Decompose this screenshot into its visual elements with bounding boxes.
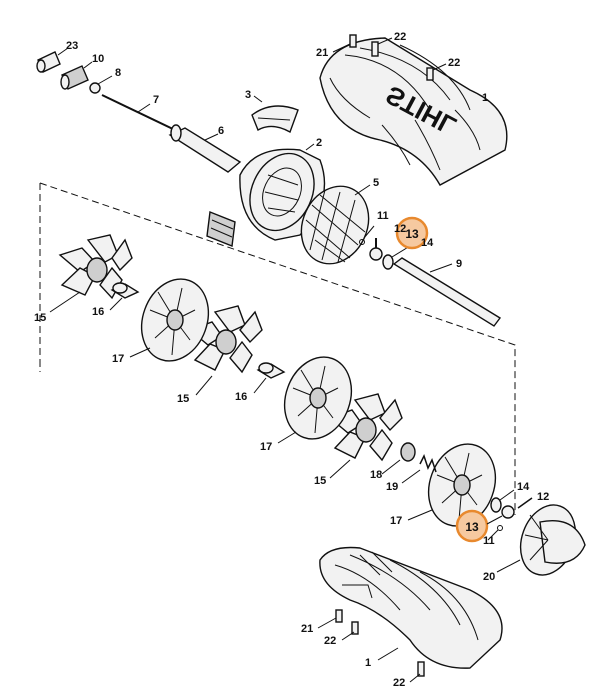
label-16-a: 16 <box>92 306 104 318</box>
pin-12-lower <box>517 497 533 509</box>
clip-11-upper <box>359 225 375 245</box>
label-14-upper: 14 <box>421 237 434 249</box>
screw-22-bottom-a <box>341 621 359 641</box>
label-5: 5 <box>373 177 379 189</box>
label-22-bottom-b: 22 <box>393 677 405 689</box>
label-20: 20 <box>483 571 495 583</box>
label-7: 7 <box>153 94 159 106</box>
label-17-c: 17 <box>390 515 402 527</box>
label-21-top: 21 <box>316 47 328 59</box>
label-10: 10 <box>92 53 104 65</box>
nose-cone-20 <box>496 504 586 576</box>
label-15-a: 15 <box>34 312 46 324</box>
label-22-top-b: 22 <box>448 57 460 69</box>
label-19: 19 <box>386 481 398 493</box>
spacer-16-b <box>253 362 286 394</box>
label-23: 23 <box>66 40 78 52</box>
label-9: 9 <box>456 258 462 270</box>
sleeve-10 <box>60 61 93 90</box>
label-2: 2 <box>316 137 322 149</box>
label-11-lower: 11 <box>483 535 495 547</box>
shroud-3 <box>251 95 299 134</box>
label-16-b: 16 <box>235 391 247 403</box>
spring-19 <box>401 454 437 484</box>
label-14-lower: 14 <box>517 481 530 493</box>
nut-13-lower <box>501 505 515 519</box>
drive-shaft-9 <box>392 257 502 327</box>
svg-text:13: 13 <box>405 227 419 241</box>
screw-21-bottom <box>317 609 343 629</box>
shaft-6 <box>168 124 242 173</box>
clip-11-lower <box>487 525 503 541</box>
screw-22-top-a <box>371 37 393 57</box>
label-17-b: 17 <box>260 441 272 453</box>
nut-13-upper <box>369 247 383 261</box>
assembly-frame <box>39 182 516 515</box>
housing-top: STIHL <box>319 37 508 186</box>
impeller-15-a <box>49 234 133 313</box>
label-6: 6 <box>218 125 224 137</box>
label-8: 8 <box>115 67 121 79</box>
screw-22-top-b <box>426 63 447 81</box>
label-12-upper: 12 <box>394 223 406 235</box>
label-18: 18 <box>370 469 382 481</box>
rod-7 <box>101 94 176 131</box>
spacer-16-a <box>109 282 140 311</box>
label-22-bottom-a: 22 <box>324 635 336 647</box>
label-22-top-a: 22 <box>394 31 406 43</box>
impeller-15-b <box>188 305 263 396</box>
label-12-lower: 12 <box>537 491 549 503</box>
label-17-a: 17 <box>112 353 124 365</box>
impeller-disc-17-c <box>407 443 497 527</box>
part-labels: 23 10 8 7 3 6 2 21 22 22 1 5 11 12 14 9 … <box>34 31 549 689</box>
label-11-upper: 11 <box>377 210 389 222</box>
impeller-15-c <box>328 393 403 479</box>
washer-14-lower <box>490 489 515 513</box>
nut-8 <box>89 75 113 94</box>
label-1-bottom: 1 <box>365 657 371 669</box>
bush-18 <box>381 442 416 475</box>
label-15-b: 15 <box>177 393 189 405</box>
grille-5 <box>300 184 371 265</box>
housing-bottom <box>319 546 503 669</box>
label-15-c: 15 <box>314 475 326 487</box>
label-3: 3 <box>245 89 251 101</box>
impeller-disc-17-a <box>129 278 210 362</box>
svg-text:13: 13 <box>465 520 479 534</box>
impeller-disc-17-b <box>277 356 353 444</box>
screw-21-top <box>332 34 357 53</box>
label-1-top: 1 <box>482 92 488 104</box>
highlight-13-lower[interactable]: 13 <box>455 509 503 543</box>
filter-pad <box>206 211 236 247</box>
cap-23 <box>36 47 69 73</box>
label-21-bottom: 21 <box>301 623 313 635</box>
screw-22-bottom-b <box>409 661 425 683</box>
highlight-13-upper[interactable]: 13 <box>395 216 429 250</box>
